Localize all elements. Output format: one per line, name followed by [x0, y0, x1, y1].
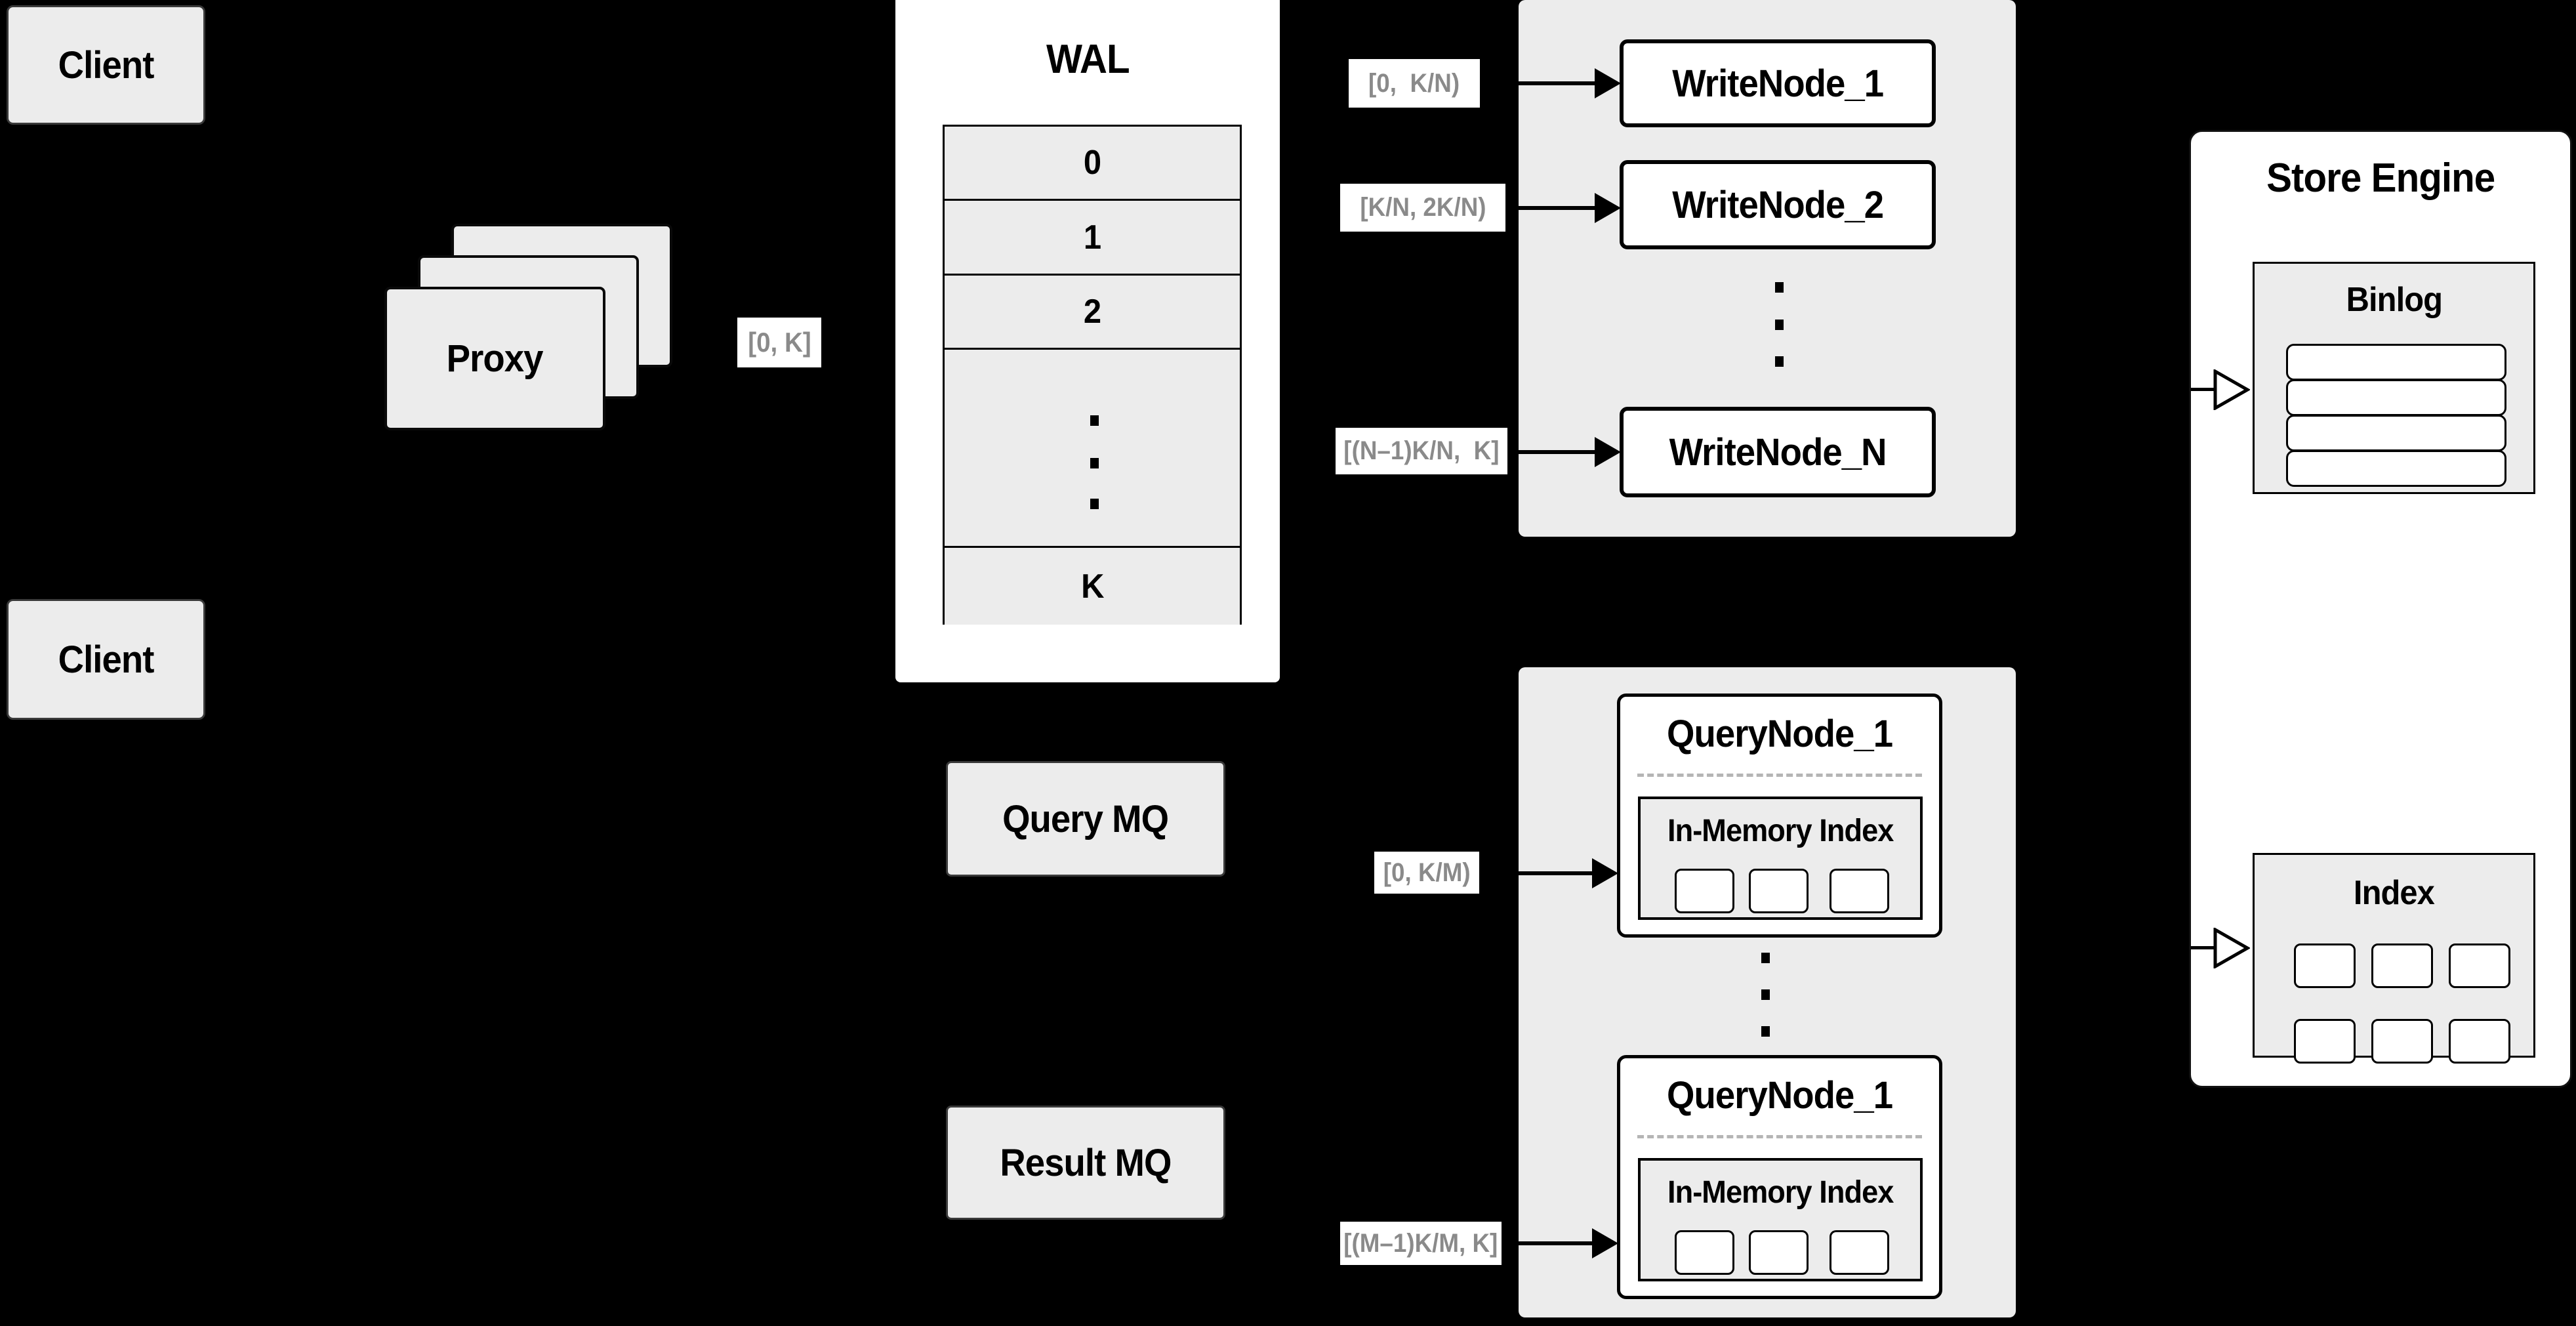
store-engine-title: Store Engine	[2266, 155, 2495, 201]
ellipsis-dot	[1761, 953, 1770, 963]
binlog-entry	[2286, 450, 2506, 487]
wal-row-2: 2	[945, 276, 1240, 350]
dashed-divider	[1637, 774, 1922, 777]
proxy-card-front: Proxy	[384, 287, 605, 430]
arrowhead-icon	[1595, 437, 1621, 467]
index-cell	[2371, 1019, 2433, 1064]
ellipsis-dot	[1090, 458, 1099, 468]
range-label-querynode-m: [(M–1)K/M, K]	[1340, 1222, 1502, 1265]
in-memory-index-box: In-Memory Index	[1638, 1158, 1923, 1281]
segment-cell	[1749, 869, 1809, 913]
index-cell	[2294, 943, 2356, 988]
index-cell	[2294, 1019, 2356, 1064]
result-mq-box: Result MQ	[946, 1106, 1225, 1220]
open-arrowhead-icon	[2213, 928, 2250, 968]
binlog-box: Binlog	[2253, 262, 2535, 494]
store-engine-panel: Store Engine Binlog Index	[2189, 130, 2572, 1088]
wal-row-ellipsis	[945, 350, 1240, 548]
proxy-label: Proxy	[447, 337, 544, 380]
arrowhead-icon	[1595, 193, 1621, 223]
segment-cell	[1675, 1230, 1734, 1275]
segment-cell	[1675, 869, 1734, 913]
binlog-title: Binlog	[2346, 281, 2442, 319]
dashed-divider	[1637, 1135, 1922, 1138]
client-top-label: Client	[58, 43, 155, 87]
ellipsis-dot	[1090, 415, 1099, 426]
arrowhead-icon	[1592, 1228, 1618, 1258]
binlog-entry	[2286, 379, 2506, 416]
index-box: Index	[2253, 853, 2535, 1064]
ellipsis-dot	[1775, 356, 1784, 367]
range-label-writenode-n: [(N–1)K/N, K]	[1336, 428, 1507, 474]
write-node-2-box: WriteNode_2	[1620, 160, 1936, 249]
arrow-to-writenode-1	[1481, 81, 1596, 85]
segment-cell	[1830, 869, 1889, 913]
wal-panel: WAL 0 1 2 K	[895, 0, 1280, 682]
in-memory-index-title: In-Memory Index	[1667, 813, 1894, 848]
binlog-entry	[2286, 415, 2506, 451]
arrow-to-index	[2191, 946, 2220, 949]
wal-row-0: 0	[945, 127, 1240, 201]
ellipsis-dot	[1090, 499, 1099, 509]
arrow-to-querynode-m	[1502, 1241, 1593, 1245]
query-node-m-title: QueryNode_1	[1666, 1073, 1893, 1117]
index-cell	[2449, 943, 2510, 988]
in-memory-index-box: In-Memory Index	[1638, 797, 1923, 920]
segment-cell	[1830, 1230, 1889, 1275]
binlog-entry	[2286, 344, 2506, 381]
wal-row-k: K	[945, 548, 1240, 625]
query-mq-label: Query MQ	[1002, 797, 1169, 840]
write-node-n-box: WriteNode_N	[1620, 407, 1936, 497]
wal-row-1: 1	[945, 201, 1240, 276]
client-top-box: Client	[7, 5, 205, 125]
open-arrowhead-icon	[2213, 369, 2250, 410]
ellipsis-dot	[1775, 320, 1784, 330]
range-label-writenode-1: [0, K/N)	[1349, 59, 1480, 108]
in-memory-index-title: In-Memory Index	[1667, 1174, 1894, 1210]
ellipsis-dot	[1761, 989, 1770, 1000]
query-node-1-title: QueryNode_1	[1666, 712, 1893, 755]
client-bottom-label: Client	[58, 638, 155, 681]
query-node-m-box: QueryNode_1 In-Memory Index	[1617, 1055, 1942, 1299]
query-node-1-box: QueryNode_1 In-Memory Index	[1617, 694, 1942, 938]
arrow-to-binlog	[2191, 388, 2220, 391]
index-title: Index	[2354, 874, 2435, 912]
range-label-ingest: [0, K]	[737, 318, 821, 367]
arrowhead-icon	[1592, 858, 1618, 888]
range-label-writenode-2: [K/N, 2K/N)	[1340, 184, 1505, 232]
query-mq-box: Query MQ	[946, 761, 1225, 877]
segment-cell	[1749, 1230, 1809, 1275]
client-bottom-box: Client	[7, 599, 205, 720]
arrow-to-writenode-2	[1507, 206, 1596, 210]
write-node-1-box: WriteNode_1	[1620, 39, 1936, 127]
wal-table: 0 1 2 K	[943, 125, 1242, 625]
ellipsis-dot	[1761, 1026, 1770, 1037]
result-mq-label: Result MQ	[1000, 1141, 1172, 1184]
wal-title: WAL	[1046, 36, 1130, 82]
index-cell	[2371, 943, 2433, 988]
range-label-querynode-1: [0, K/M)	[1374, 852, 1479, 894]
ellipsis-dot	[1775, 282, 1784, 293]
arrow-to-querynode-1	[1479, 871, 1593, 875]
index-cell	[2449, 1019, 2510, 1064]
arrow-to-writenode-n	[1509, 450, 1596, 454]
arrowhead-icon	[1595, 68, 1621, 98]
